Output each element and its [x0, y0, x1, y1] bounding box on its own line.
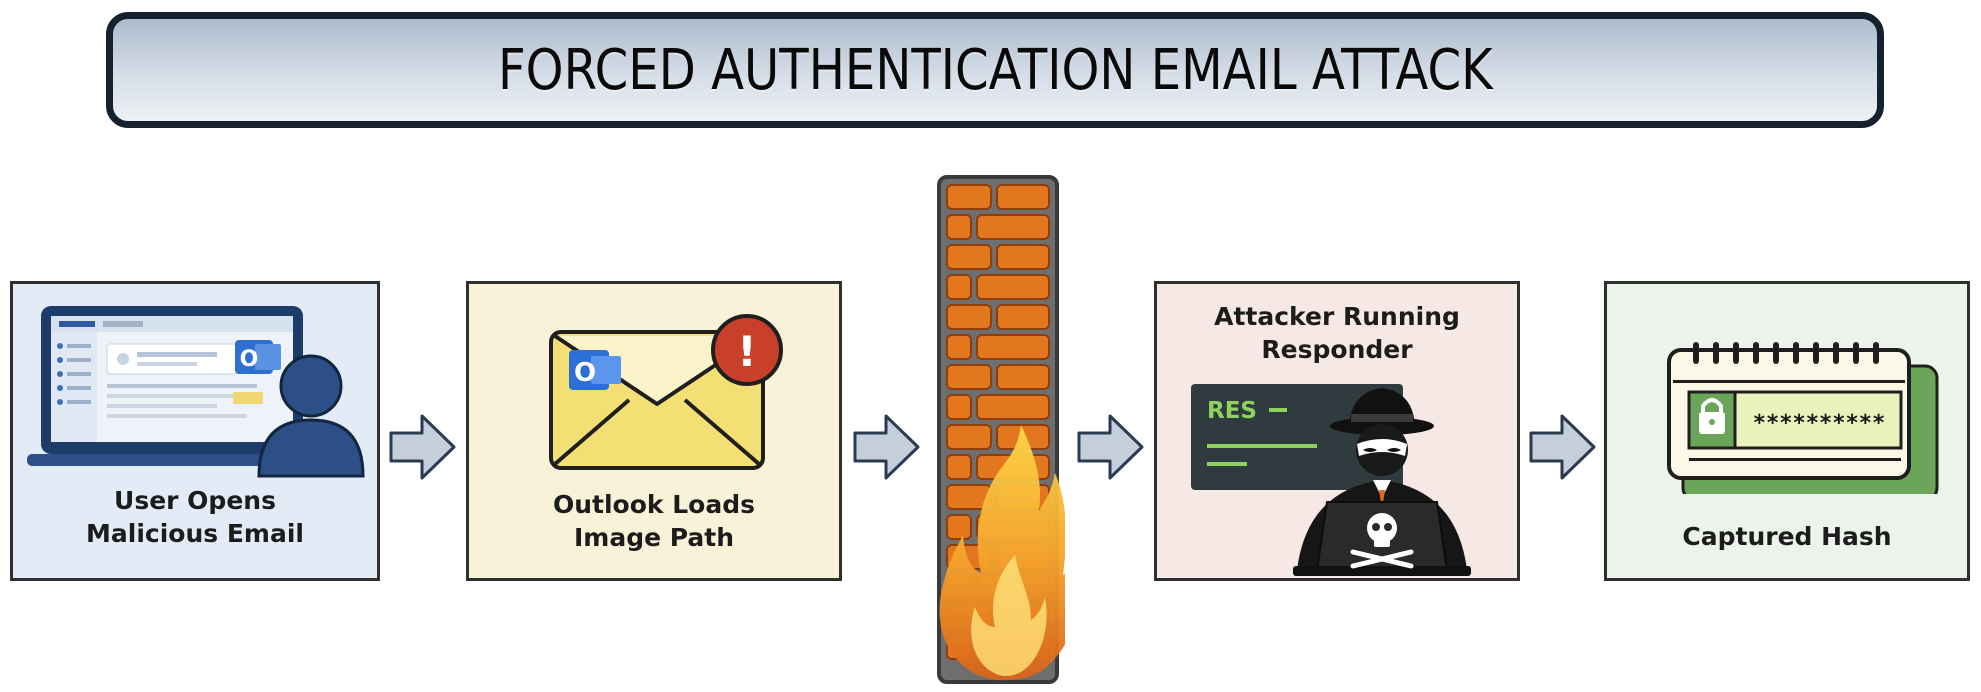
step-attacker-responder: Attacker Running Responder RES: [1154, 281, 1520, 581]
diagram-title: FORCED AUTHENTICATION EMAIL ATTACK: [497, 37, 1493, 103]
title-banner: FORCED AUTHENTICATION EMAIL ATTACK: [106, 12, 1884, 128]
outlook-logo-letter: O: [574, 358, 596, 388]
flow-arrow-icon: [853, 414, 920, 480]
step1-caption-line2: Malicious Email: [86, 519, 304, 548]
lock-icon: [1699, 398, 1725, 434]
captured-hash-card-illustration: **********: [1667, 342, 1939, 494]
flame-icon: [939, 425, 1065, 681]
flow-arrow-icon: [1529, 414, 1596, 480]
terminal-command: RES: [1207, 398, 1257, 424]
outlook-envelope-illustration: O !: [549, 314, 783, 470]
flow-arrow-icon: [1077, 414, 1144, 480]
step-captured-hash: ********** Captured Hash: [1604, 281, 1970, 581]
flow-arrow-icon: [389, 414, 456, 480]
firewall-icon: [937, 175, 1065, 684]
step-user-opens-email: O User Opens Malicious Email: [10, 281, 380, 581]
laptop-user-illustration: O: [27, 306, 365, 478]
step-outlook-loads-image: O ! Outlook Loads Image Path: [466, 281, 842, 581]
step3-caption-line2: Responder: [1261, 335, 1413, 364]
step1-caption-line1: User Opens: [114, 486, 276, 515]
step3-caption-line1: Attacker Running: [1214, 302, 1460, 331]
step2-caption-line1: Outlook Loads: [552, 490, 755, 519]
masked-hash-value: **********: [1753, 411, 1885, 436]
outlook-badge-letter: O: [240, 347, 259, 372]
step2-caption-line2: Image Path: [573, 523, 735, 552]
step4-caption: Captured Hash: [1682, 522, 1892, 551]
alert-icon: !: [737, 327, 756, 376]
hacker-terminal-illustration: RES: [1191, 384, 1471, 576]
